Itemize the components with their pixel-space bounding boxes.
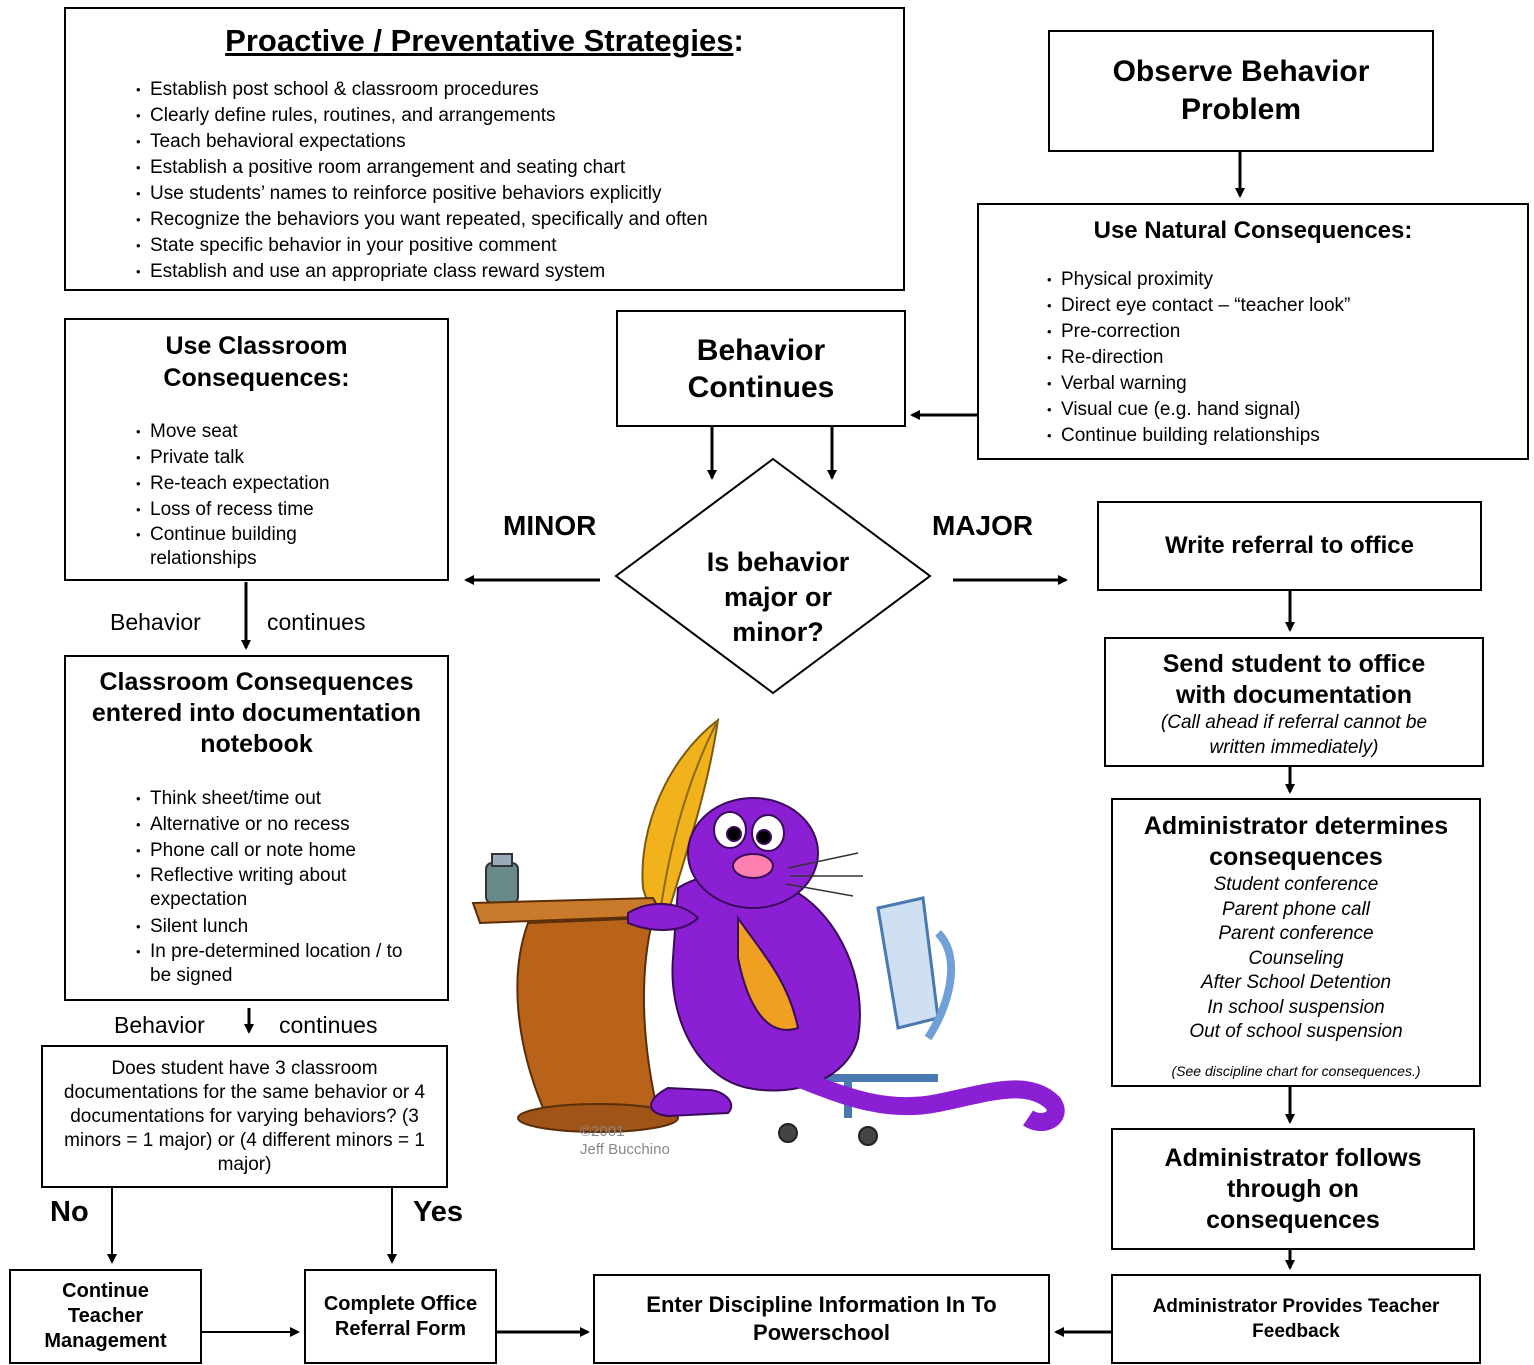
list-item: Out of school suspension	[1189, 1021, 1403, 1042]
behavior-label-2: Behavior	[114, 1012, 205, 1038]
natural-list: Physical proximity Direct eye contact – …	[1047, 267, 1350, 449]
list-item: Think sheet/time out	[136, 786, 426, 812]
list-item: Recognize the behaviors you want repeate…	[136, 207, 708, 233]
send-student-box: Send student to office with documentatio…	[1104, 637, 1484, 767]
powerschool-title: Enter Discipline Information In To Power…	[646, 1292, 997, 1345]
list-item: Physical proximity	[1047, 267, 1350, 293]
classroom-list: Move seat Private talk Re-teach expectat…	[136, 419, 376, 571]
list-item: After School Detention	[1200, 972, 1392, 993]
behavior-continues-box: Behavior Continues	[616, 310, 906, 427]
complete-form-title: Complete Office Referral Form	[323, 1292, 478, 1340]
decision-text: Is behavior major or minor?	[706, 547, 850, 647]
list-item: Silent lunch	[136, 914, 426, 940]
admin-determines-box: Administrator determines consequences St…	[1111, 798, 1481, 1087]
write-referral-box: Write referral to office	[1097, 501, 1482, 591]
minor-label: MINOR	[503, 510, 597, 541]
documentation-title: Classroom Consequences entered into docu…	[91, 668, 422, 758]
proactive-list: Establish post school & classroom proced…	[136, 77, 708, 285]
list-item: Direct eye contact – “teacher look”	[1047, 293, 1350, 319]
list-item: Use students’ names to reinforce positiv…	[136, 181, 708, 207]
natural-title: Use Natural Consequences:	[1093, 217, 1413, 244]
list-item: Parent conference	[1218, 923, 1374, 944]
admin-determines-note: (See discipline chart for consequences.)	[1171, 1062, 1421, 1079]
list-item: Visual cue (e.g. hand signal)	[1047, 397, 1350, 423]
continue-mgmt-title: Continue Teacher Management	[44, 1280, 167, 1352]
continues-label-1: continues	[267, 609, 366, 635]
decision-diamond	[614, 457, 932, 695]
admin-determines-title: Administrator determines consequences	[1143, 812, 1449, 871]
behavior-label-1: Behavior	[110, 609, 201, 635]
admin-feedback-box: Administrator Provides Teacher Feedback	[1111, 1274, 1481, 1364]
send-note: (Call ahead if referral cannot be writte…	[1160, 712, 1428, 758]
list-item-text: Reflective writing about expectation	[150, 865, 347, 910]
list-item-text: In pre-determined location / to be signe…	[150, 941, 403, 986]
list-item: Student conference	[1213, 874, 1379, 895]
documentation-list: Think sheet/time out Alternative or no r…	[136, 786, 426, 988]
chair-icon	[768, 896, 955, 1146]
observe-title: Observe Behavior Problem	[1112, 55, 1370, 126]
documentation-box: Classroom Consequences entered into docu…	[64, 655, 449, 1001]
admin-feedback-title: Administrator Provides Teacher Feedback	[1152, 1296, 1440, 1342]
admin-determines-list: Student conference Parent phone call Par…	[1113, 873, 1479, 1045]
list-item: Phone call or note home	[136, 838, 426, 864]
continues-label-2: continues	[279, 1012, 378, 1038]
list-item: Re-teach expectation	[136, 471, 376, 497]
panther-writing-clipart: ©2001 Jeff Bucchino	[471, 718, 1065, 1158]
admin-follows-title: Administrator follows through on consequ…	[1164, 1143, 1422, 1234]
classroom-title: Use Classroom Consequences:	[163, 332, 350, 392]
observe-behavior-box: Observe Behavior Problem	[1048, 30, 1434, 152]
list-item: Establish and use an appropriate class r…	[136, 259, 708, 285]
yes-label: Yes	[413, 1196, 463, 1228]
list-item: Teach behavioral expectations	[136, 129, 708, 155]
classroom-consequences-box: Use Classroom Consequences: Move seat Pr…	[64, 318, 449, 581]
referral-title: Write referral to office	[1165, 532, 1414, 559]
proactive-strategies-box: Proactive / Preventative Strategies: Est…	[64, 7, 905, 291]
copyright-text: ©2001	[580, 1123, 624, 1140]
proactive-title-text: Proactive / Preventative Strategies	[225, 23, 734, 58]
list-item: Move seat	[136, 419, 376, 445]
question-text: Does student have 3 classroom documentat…	[63, 1057, 426, 1175]
list-item-text: Continue building relationships	[150, 524, 297, 569]
major-label: MAJOR	[932, 510, 1034, 541]
powerschool-box: Enter Discipline Information In To Power…	[593, 1274, 1050, 1364]
natural-consequences-box: Use Natural Consequences: Physical proxi…	[977, 203, 1529, 460]
send-title: Send student to office with documentatio…	[1162, 650, 1426, 709]
list-item: Clearly define rules, routines, and arra…	[136, 103, 708, 129]
proactive-title-suffix: :	[733, 23, 744, 58]
complete-office-referral-box: Complete Office Referral Form	[304, 1269, 497, 1364]
list-item: In school suspension	[1207, 996, 1385, 1018]
ink-bottle-icon	[485, 853, 519, 904]
list-item: Re-direction	[1047, 345, 1350, 371]
continue-teacher-management-box: Continue Teacher Management	[9, 1269, 202, 1364]
documentation-count-question-box: Does student have 3 classroom documentat…	[41, 1045, 448, 1188]
list-item: Pre-correction	[1047, 319, 1350, 345]
list-item: Alternative or no recess	[136, 812, 426, 838]
behavior-continues-title: Behavior Continues	[687, 333, 835, 404]
list-item: Establish a positive room arrangement an…	[136, 155, 708, 181]
list-item: Loss of recess time	[136, 497, 376, 523]
list-item: Establish post school & classroom proced…	[136, 77, 708, 103]
admin-follows-box: Administrator follows through on consequ…	[1111, 1128, 1475, 1250]
panther-icon	[627, 797, 1065, 1131]
list-item: Counseling	[1248, 947, 1344, 969]
list-item: Private talk	[136, 445, 376, 471]
list-item: Parent phone call	[1222, 898, 1370, 920]
desk-icon	[471, 896, 679, 1133]
artist-text: Jeff Bucchino	[580, 1141, 670, 1158]
list-item: Continue building relationships	[136, 523, 376, 571]
list-item: Verbal warning	[1047, 371, 1350, 397]
no-label: No	[50, 1196, 89, 1228]
list-item: State specific behavior in your positive…	[136, 233, 708, 259]
list-item: Reflective writing about expectation	[136, 864, 426, 912]
list-item: In pre-determined location / to be signe…	[136, 940, 426, 988]
proactive-title: Proactive / Preventative Strategies:	[66, 23, 903, 59]
list-item: Continue building relationships	[1047, 423, 1350, 449]
